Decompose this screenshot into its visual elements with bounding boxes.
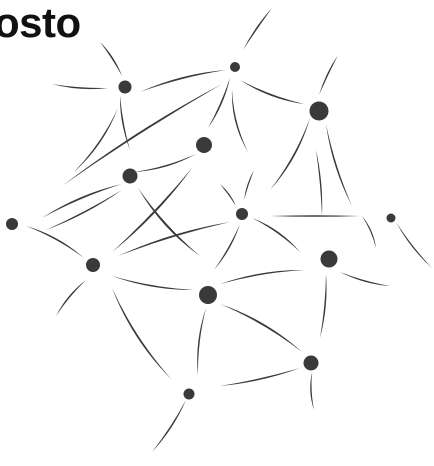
brush-stroke-33	[220, 304, 302, 352]
network-node-4	[123, 169, 138, 184]
brush-stroke-17	[26, 226, 84, 258]
network-node-9	[321, 251, 338, 268]
brush-stroke-32	[112, 288, 172, 380]
network-node-2	[310, 102, 329, 121]
network-node-1	[230, 62, 240, 72]
brush-stroke-19	[138, 188, 200, 256]
brush-stroke-3	[52, 84, 108, 89]
brush-stroke-35	[320, 274, 327, 338]
brush-stroke-4	[140, 70, 226, 92]
brush-stroke-37	[310, 372, 314, 410]
brush-stroke-24	[252, 218, 300, 252]
brush-stroke-30	[220, 270, 304, 284]
network-nodes	[6, 62, 396, 400]
brush-stroke-2	[100, 42, 122, 76]
brush-stroke-0	[243, 8, 272, 50]
brush-stroke-38	[152, 400, 186, 452]
brush-stroke-11	[316, 150, 322, 216]
brush-stroke-9	[270, 118, 310, 190]
network-strokes	[26, 8, 432, 452]
network-node-12	[184, 389, 195, 400]
brush-stroke-25	[270, 215, 360, 217]
network-node-11	[304, 356, 319, 371]
network-node-6	[6, 218, 18, 230]
network-node-7	[387, 214, 396, 223]
brush-stroke-29	[112, 276, 194, 290]
brush-stroke-34	[197, 308, 206, 376]
brush-stroke-6	[208, 78, 230, 128]
brush-stroke-31	[340, 272, 390, 286]
brush-stroke-15	[134, 154, 196, 172]
network-node-5	[236, 208, 248, 220]
brush-stroke-5	[240, 80, 304, 104]
brush-stroke-22	[118, 222, 230, 256]
brush-stroke-10	[326, 124, 352, 206]
brush-stroke-7	[232, 90, 248, 152]
brush-stroke-36	[220, 368, 300, 386]
network-node-10	[199, 286, 217, 304]
brush-stroke-8	[244, 170, 254, 200]
network-node-3	[196, 137, 212, 153]
brush-stroke-23	[214, 224, 240, 270]
brush-stroke-27	[396, 222, 432, 268]
brush-stroke-28	[56, 280, 86, 316]
brush-stroke-1	[319, 55, 338, 95]
network-node-8	[86, 258, 100, 272]
brush-stroke-21	[220, 184, 236, 206]
network-node-0	[119, 81, 132, 94]
brush-stroke-26	[362, 216, 376, 248]
